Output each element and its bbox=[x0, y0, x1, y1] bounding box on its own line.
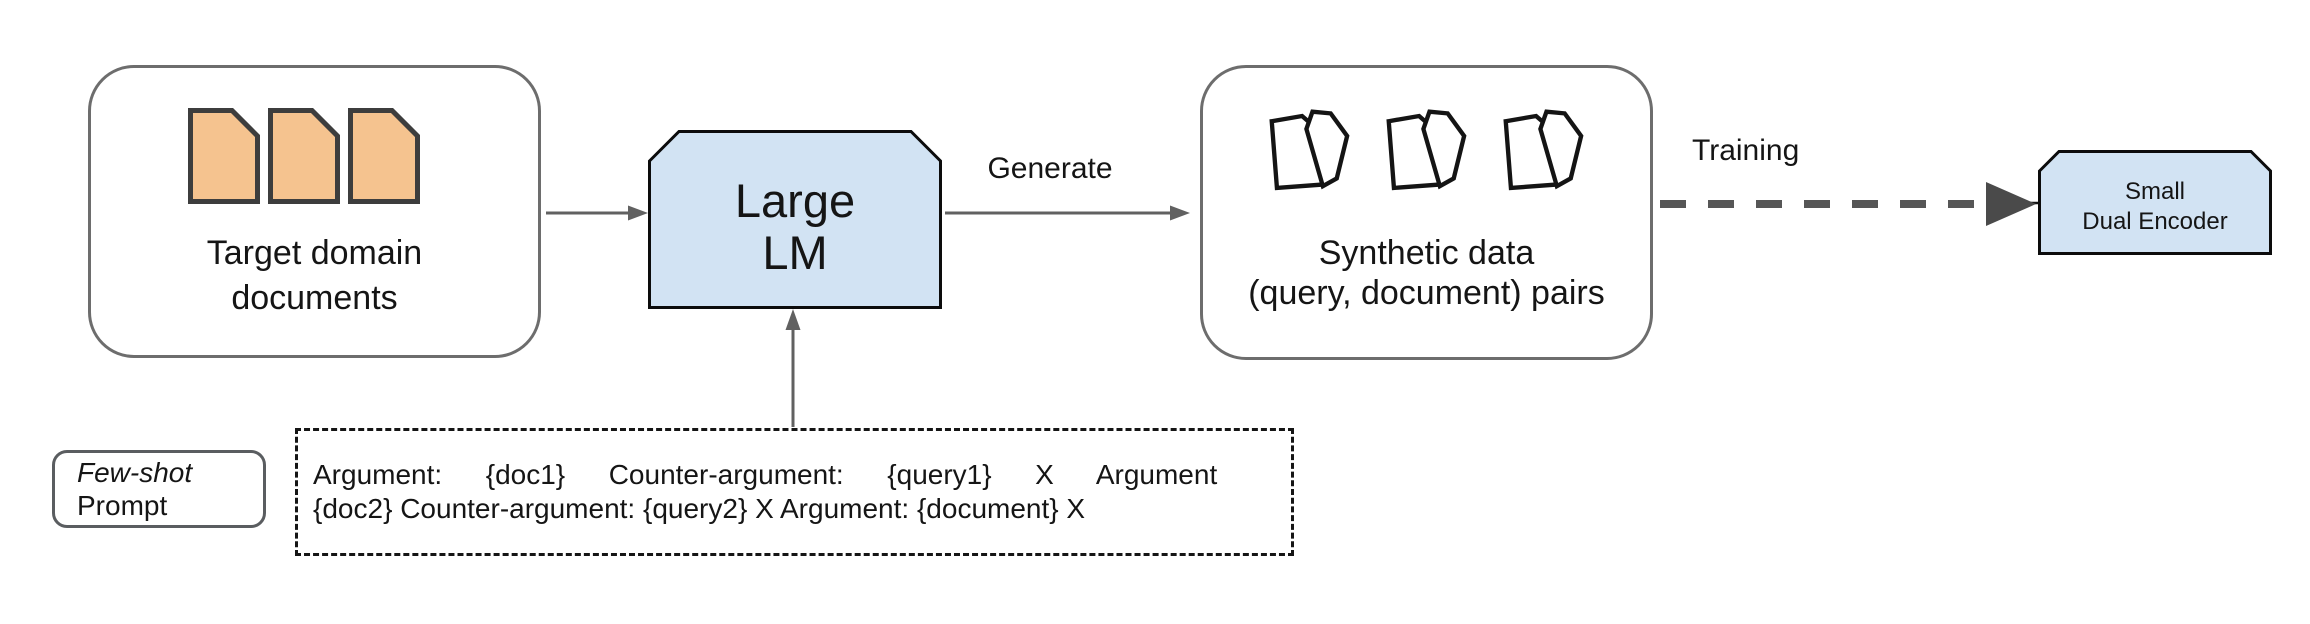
training-label: Training bbox=[1692, 134, 1800, 167]
synthetic-box-label-line2: (query, document) pairs bbox=[1248, 274, 1605, 312]
dual-encoder-box-shape bbox=[2038, 150, 2272, 255]
synthetic-data-box: Synthetic data (query, document) pairs bbox=[1200, 65, 1653, 360]
generate-label: Generate bbox=[987, 152, 1113, 185]
target-documents-box: Target domain documents bbox=[88, 65, 541, 358]
prompt-label: Prompt bbox=[77, 490, 168, 521]
arrow-lm-to-synthetic-icon bbox=[945, 205, 1190, 221]
arrow-training-dashed-icon bbox=[1660, 182, 2040, 226]
lm-box-label-line1: Large bbox=[734, 173, 856, 227]
document-pair-icon bbox=[1269, 109, 1584, 191]
target-box-label-line2: documents bbox=[231, 279, 398, 317]
prompt-text-line2: {doc2} Counter-argument: {query2} X Argu… bbox=[313, 493, 1086, 524]
encoder-box-label-line1: Small bbox=[2124, 177, 2185, 205]
few-shot-label: Few-shot bbox=[77, 457, 193, 488]
document-icon bbox=[188, 108, 420, 204]
few-shot-prompt-box: Few-shot Prompt bbox=[52, 450, 266, 528]
arrow-prompt-to-lm-icon bbox=[785, 309, 801, 427]
prompt-content-box: Argument: {doc1} Counter-argument: {quer… bbox=[295, 428, 1294, 556]
target-box-label-line1: Target domain bbox=[206, 234, 423, 272]
synthetic-box-label-line1: Synthetic data bbox=[1318, 234, 1535, 272]
prompt-text-line1: Argument: {doc1} Counter-argument: {quer… bbox=[313, 459, 1218, 490]
lm-box-shape bbox=[648, 130, 942, 309]
small-dual-encoder-box: Small Dual Encoder bbox=[2038, 150, 2272, 255]
arrow-docs-to-lm-icon bbox=[546, 205, 648, 221]
lm-box-label-line2: LM bbox=[762, 225, 828, 279]
large-lm-box: Large LM bbox=[648, 130, 942, 309]
encoder-box-label-line2: Dual Encoder bbox=[2082, 207, 2228, 235]
